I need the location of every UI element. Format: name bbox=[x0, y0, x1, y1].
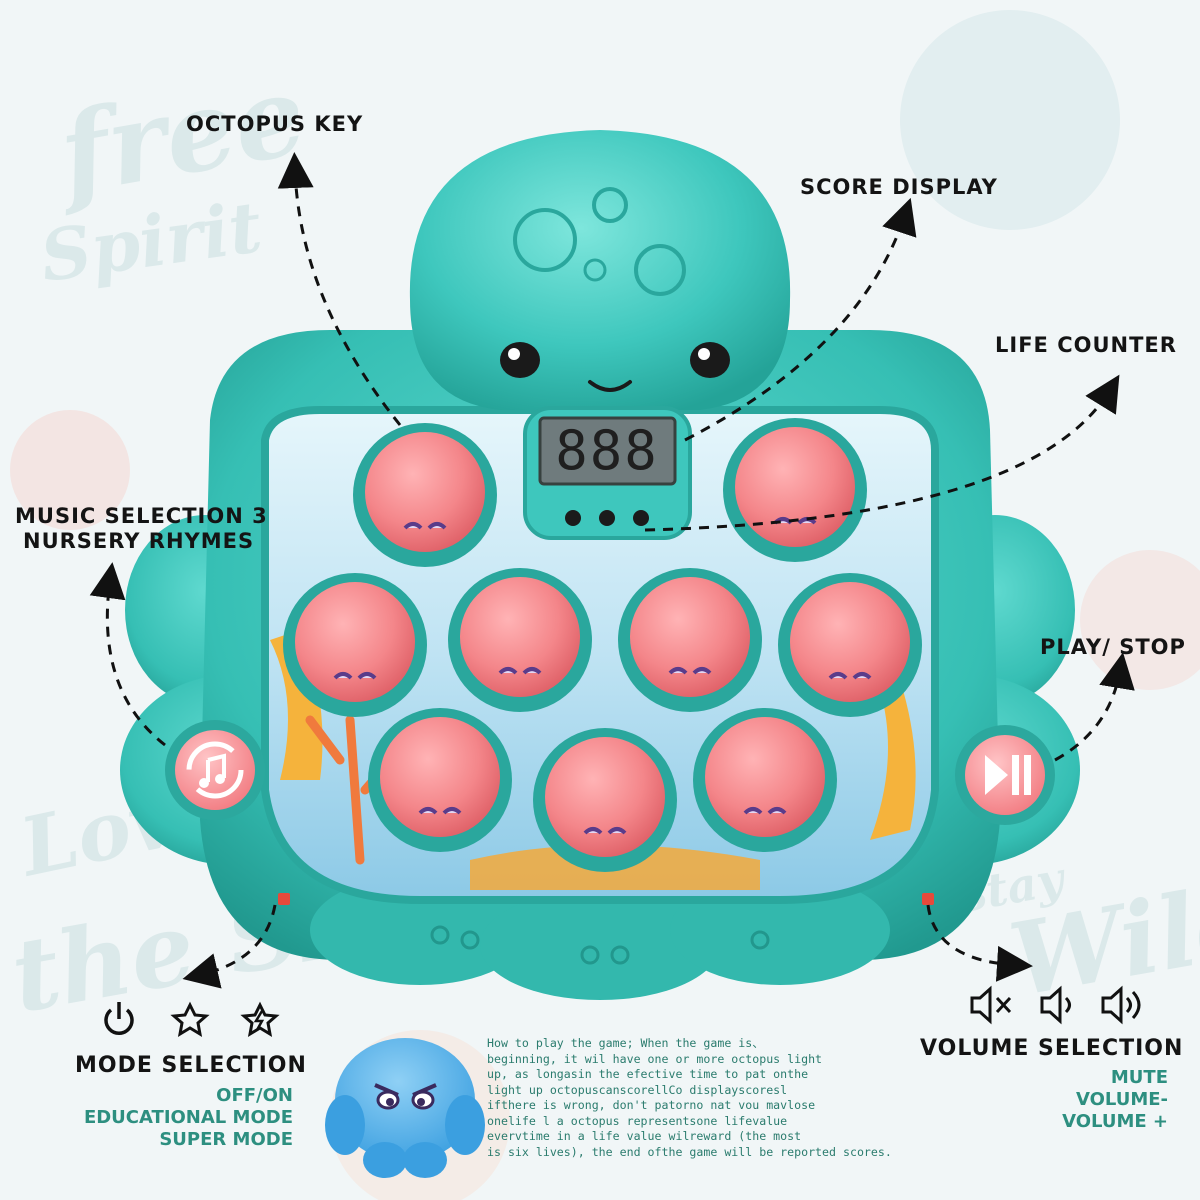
tentacle-sucker bbox=[610, 945, 630, 965]
octopus-key-4[interactable] bbox=[448, 568, 592, 712]
label-life-counter: LIFE COUNTER bbox=[995, 333, 1177, 357]
coral-yellow-right bbox=[870, 680, 916, 840]
octopus-key-7[interactable] bbox=[368, 708, 512, 852]
how-to-play-line: onelife l a octopus representsone lifeva… bbox=[487, 1113, 788, 1128]
music-note-dot bbox=[199, 778, 209, 788]
octopus-head bbox=[409, 130, 791, 410]
arrow-mode-selection bbox=[182, 904, 277, 989]
eye-highlight bbox=[698, 348, 710, 360]
how-to-play-line: is six lives), the end ofthe game will b… bbox=[487, 1144, 892, 1159]
arrow-octopus-key bbox=[277, 152, 402, 426]
arrow-music-selection bbox=[89, 562, 166, 747]
label-play-stop: PLAY/ STOP bbox=[1040, 635, 1186, 659]
bg-whale-shape bbox=[900, 10, 1120, 230]
volume-down-icon bbox=[1040, 985, 1071, 1025]
mute-icon bbox=[970, 985, 1012, 1025]
label-score-display: SCORE DISPLAY bbox=[800, 175, 998, 199]
volume-option-mute: MUTE bbox=[1110, 1067, 1168, 1088]
music-note-dot bbox=[215, 774, 225, 784]
lightning-star-icon bbox=[240, 1001, 280, 1037]
head-bubble bbox=[513, 208, 577, 272]
how-to-play-line: beginning, it wil have one or more octop… bbox=[487, 1051, 823, 1066]
label-octopus-key: OCTOPUS KEY bbox=[186, 112, 364, 136]
tentacle-sucker bbox=[430, 925, 450, 945]
octopus-key-2[interactable] bbox=[723, 418, 867, 562]
mode-option-super: SUPER MODE bbox=[159, 1129, 293, 1150]
music-note-glyph bbox=[206, 753, 226, 782]
life-light-3 bbox=[633, 510, 649, 526]
how-to-play-line: ifthere is wrong, don't patorno nat vou … bbox=[487, 1098, 816, 1112]
volume-option-down: VOLUME- bbox=[1075, 1089, 1168, 1110]
pause-bar bbox=[1024, 755, 1031, 795]
tentacle-sucker bbox=[460, 930, 480, 950]
how-to-play-line: up, as longasin the efective time to pat… bbox=[487, 1067, 809, 1081]
arrow-life-counter bbox=[644, 374, 1120, 532]
octopus-key-5[interactable] bbox=[618, 568, 762, 712]
score-digits: 888 bbox=[555, 419, 659, 482]
octopus-key-3[interactable] bbox=[283, 573, 427, 717]
label-music-selection-line1: MUSIC SELECTION 3 bbox=[15, 504, 268, 528]
blue-octopus-mascot bbox=[325, 1038, 485, 1178]
power-icon bbox=[104, 1002, 134, 1035]
label-music-selection-line2: NURSERY RHYMES bbox=[23, 529, 255, 553]
life-light-1 bbox=[565, 510, 581, 526]
head-bubble bbox=[634, 244, 686, 296]
pause-bar bbox=[1012, 755, 1019, 795]
volume-switch[interactable] bbox=[922, 893, 934, 905]
arrow-volume-selection bbox=[926, 904, 1033, 982]
octopus-key-1[interactable] bbox=[353, 423, 497, 567]
octopus-key-8[interactable] bbox=[533, 728, 677, 872]
octopus-key-9[interactable] bbox=[693, 708, 837, 852]
life-light-2 bbox=[599, 510, 615, 526]
how-to-play-line: light up octopuscanscorellCo displayscor… bbox=[487, 1082, 788, 1097]
mode-option-off-on: OFF/ON bbox=[216, 1085, 293, 1106]
star-icon bbox=[170, 1001, 210, 1037]
volume-up-icon bbox=[1101, 985, 1141, 1025]
tentacle-sucker bbox=[750, 930, 770, 950]
right-eye bbox=[690, 342, 730, 378]
smile bbox=[588, 380, 632, 392]
bg-coral-shape bbox=[10, 410, 130, 530]
arrow-play-stop bbox=[1054, 652, 1135, 762]
label-mode-selection: MODE SELECTION bbox=[75, 1053, 307, 1078]
volume-option-up: VOLUME + bbox=[1062, 1111, 1168, 1132]
mode-switch[interactable] bbox=[278, 893, 290, 905]
how-to-play-line: evervtime in a life value wilreward (the… bbox=[487, 1129, 802, 1143]
left-eye bbox=[500, 342, 540, 378]
octopus-keys bbox=[283, 418, 922, 872]
how-to-play-line: How to play the game; When the game is、 bbox=[487, 1036, 764, 1050]
score-display bbox=[538, 416, 677, 486]
label-volume-selection: VOLUME SELECTION bbox=[920, 1036, 1184, 1061]
eye-highlight bbox=[508, 348, 520, 360]
head-bubble bbox=[583, 258, 607, 282]
play-pause-icon bbox=[985, 755, 1008, 795]
head-bubble bbox=[592, 187, 628, 223]
octopus-key-6[interactable] bbox=[778, 573, 922, 717]
bottom-tentacle-middle bbox=[480, 890, 720, 1000]
bg-fish-shape bbox=[1080, 550, 1200, 690]
mode-option-educational: EDUCATIONAL MODE bbox=[83, 1107, 293, 1128]
music-note-icon bbox=[186, 741, 244, 799]
how-to-play-text: How to play the game; When the game is、 … bbox=[487, 1036, 947, 1160]
tentacle-sucker bbox=[580, 945, 600, 965]
